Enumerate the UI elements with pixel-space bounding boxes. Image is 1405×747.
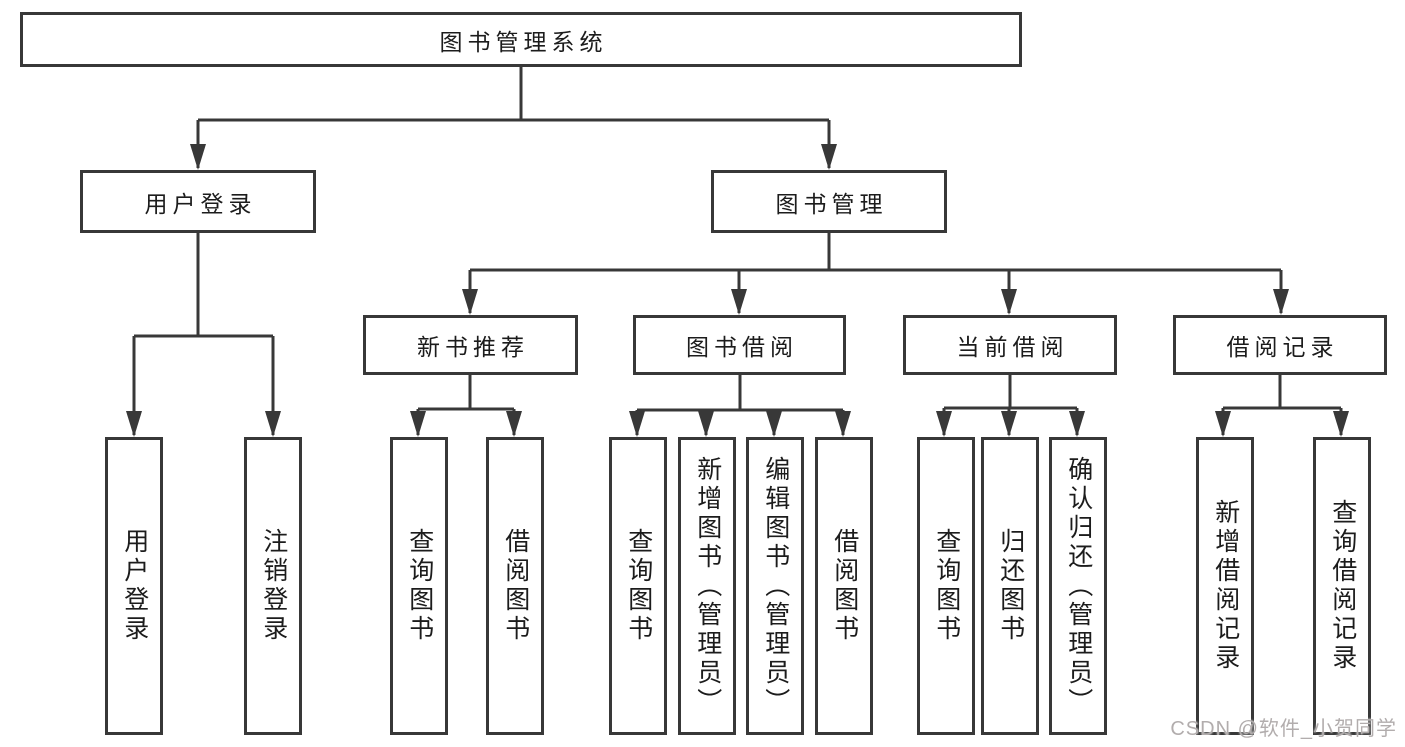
node-label: 查询图书 [932,528,961,644]
node-label: 新增借阅记录 [1211,499,1240,673]
node-label: 图书管理系统 [439,28,608,55]
node-label: 注销登录 [259,528,288,644]
node-label: 用户登录 [120,528,149,644]
node-label: 借阅图书 [501,528,530,644]
node-label: 借阅记录 [1226,334,1339,360]
leaf-query-books-newbook: 查询图书 [390,437,448,735]
node-current-borrowing: 当前借阅 [903,315,1117,375]
node-borrowing-records: 借阅记录 [1173,315,1387,375]
node-label: 确认归还（管理员） [1064,455,1093,717]
leaf-logout: 注销登录 [244,437,302,735]
node-label: 新增图书（管理员） [693,455,722,717]
leaf-add-borrow-record: 新增借阅记录 [1196,437,1254,735]
node-library-management-system: 图书管理系统 [20,12,1022,67]
node-label: 图书借阅 [686,334,798,360]
leaf-borrow-books-newbook: 借阅图书 [486,437,544,735]
node-book-management: 图书管理 [711,170,947,233]
leaf-return-books: 归还图书 [981,437,1039,735]
node-new-book-recommendation: 新书推荐 [363,315,578,375]
leaf-user-login: 用户登录 [105,437,163,735]
csdn-watermark: CSDN @软件_小贺同学 [1170,718,1397,740]
node-label: 当前借阅 [956,334,1069,360]
leaf-query-books-borrow: 查询图书 [609,437,667,735]
node-label: 用户登录 [144,190,257,217]
leaf-borrow-books: 借阅图书 [815,437,873,735]
node-label: 新书推荐 [417,334,529,360]
node-label: 借阅图书 [830,528,859,644]
leaf-edit-books-admin: 编辑图书（管理员） [746,437,804,735]
node-label: 归还图书 [996,528,1025,644]
node-label: 查询借阅记录 [1328,499,1357,673]
node-label: 编辑图书（管理员） [761,455,790,717]
node-label: 图书管理 [775,190,888,217]
node-book-borrowing: 图书借阅 [633,315,846,375]
leaf-query-borrow-record: 查询借阅记录 [1313,437,1371,735]
leaf-query-books-current: 查询图书 [917,437,975,735]
node-label: 查询图书 [624,528,653,644]
node-label: 查询图书 [405,528,434,644]
leaf-confirm-return-admin: 确认归还（管理员） [1049,437,1107,735]
node-user-login: 用户登录 [80,170,316,233]
leaf-add-books-admin: 新增图书（管理员） [678,437,736,735]
